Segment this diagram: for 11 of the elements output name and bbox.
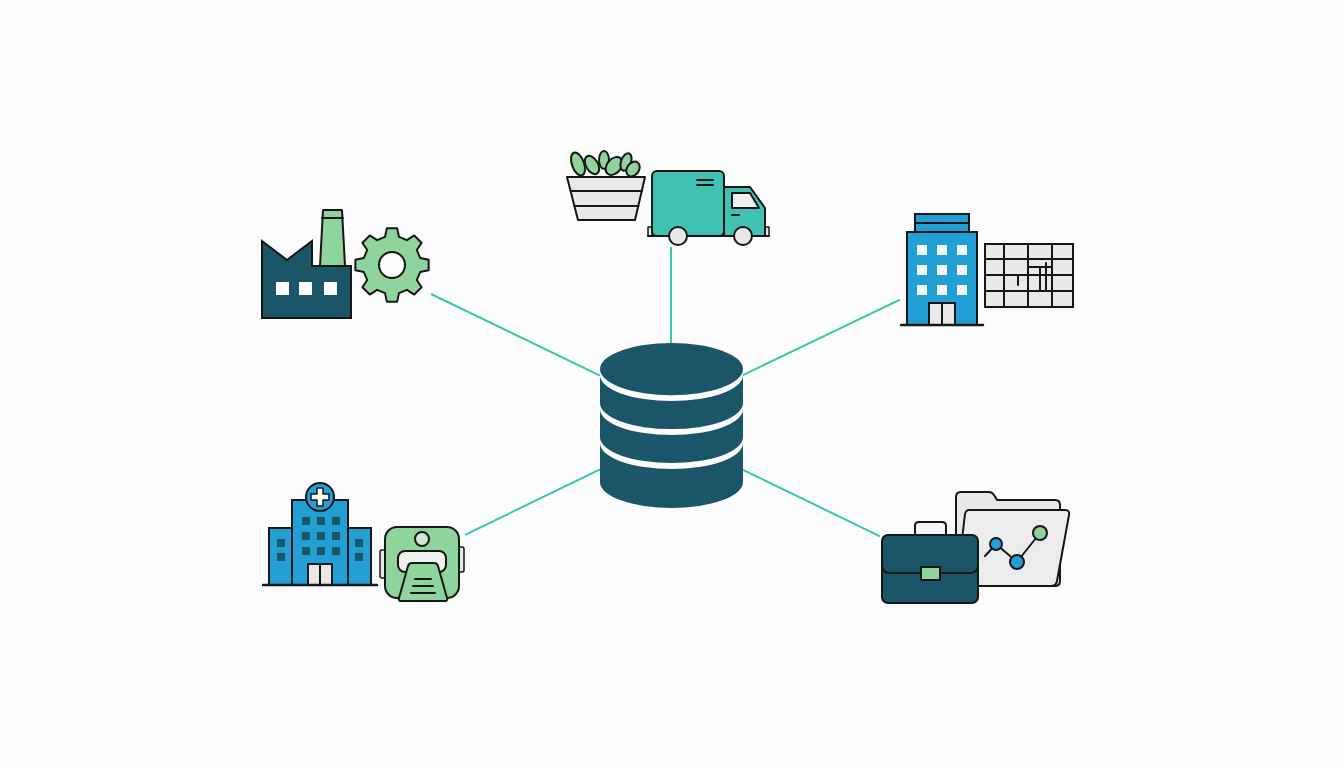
connector-line [670, 246, 672, 344]
hospital-and-medical-device-illustration [262, 481, 465, 603]
connector-line [464, 468, 601, 536]
office-building-and-floor-plan-illustration [900, 212, 1074, 327]
factory-and-gear-illustration [261, 208, 431, 319]
briefcase-and-chart-folder-illustration [880, 490, 1071, 605]
connector-line [430, 293, 601, 377]
produce-basket-and-truck-illustration [565, 149, 771, 247]
connector-line [742, 298, 901, 377]
connector-line [742, 468, 881, 538]
database-cylinder [600, 343, 743, 508]
